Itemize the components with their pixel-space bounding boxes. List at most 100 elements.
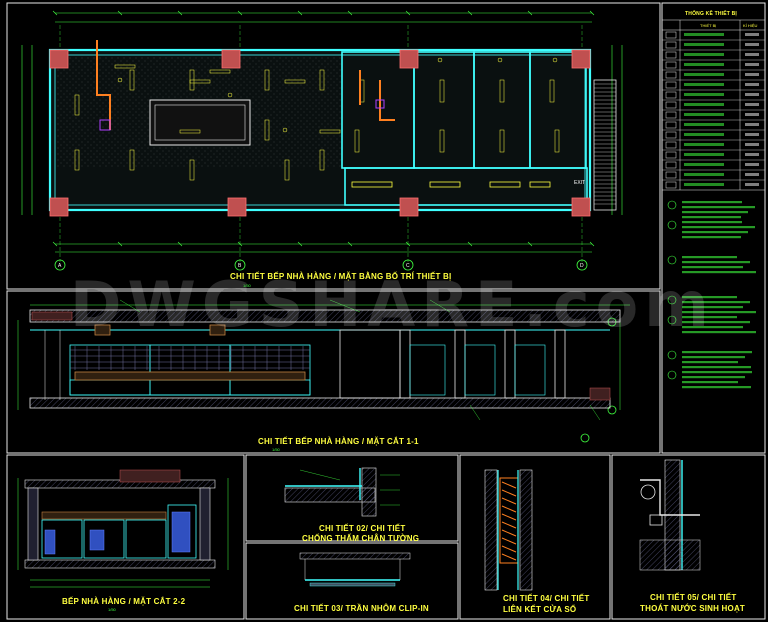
light-fixture <box>74 149 80 171</box>
legend-code-bar <box>745 103 759 106</box>
dim-tick <box>117 10 123 16</box>
title-detail-05-line1: CHI TIẾT 05/ CHI TIẾT <box>650 593 737 602</box>
light-fixture <box>209 69 231 74</box>
note-text-bar <box>682 376 745 379</box>
legend-text-bar <box>684 163 724 166</box>
title-detail-03: CHI TIẾT 03/ TRẦN NHÔM CLIP-IN <box>294 604 429 613</box>
light-symbol <box>117 77 123 83</box>
light-fixture <box>114 64 136 69</box>
light-fixture <box>189 79 211 84</box>
note-bubble <box>667 315 677 325</box>
legend-code-bar <box>745 153 759 156</box>
title-detail-04-line2: LIÊN KẾT CỬA SỔ <box>503 605 577 614</box>
legend-icon <box>665 51 677 59</box>
legend-text-bar <box>684 103 724 106</box>
axis-label-c: C <box>406 263 410 269</box>
dim-tick <box>237 10 243 16</box>
title-plan: CHI TIẾT BẾP NHÀ HÀNG / MẶT BẰNG BỐ TRÍ … <box>230 272 452 281</box>
frame-hatch <box>501 537 517 545</box>
legend-text-bar <box>684 183 724 186</box>
legend-code-bar <box>745 143 759 146</box>
note-text-bar <box>682 261 750 264</box>
light-fixture <box>439 129 445 153</box>
axis-bubble <box>607 405 617 415</box>
legend-code-bar <box>745 133 759 136</box>
title-detail-02-line1: CHI TIẾT 02/ CHI TIẾT <box>319 524 406 533</box>
legend-icon <box>665 181 677 189</box>
dim-tick <box>467 10 473 16</box>
light-symbol <box>497 57 503 63</box>
axis-bubble <box>580 433 590 443</box>
legend-code-bar <box>745 123 759 126</box>
note-bubble <box>667 255 677 265</box>
frame-hatch <box>501 489 517 497</box>
legend-text-bar <box>684 83 724 86</box>
axis-bubble <box>576 259 588 271</box>
light-fixture <box>319 149 325 171</box>
frame-hatch <box>501 553 517 561</box>
legend-icon <box>665 141 677 149</box>
legend-icon <box>665 111 677 119</box>
note-text-bar <box>682 366 751 369</box>
legend-code-bar <box>745 173 759 176</box>
dim-tick <box>589 10 595 16</box>
legend-text-bar <box>684 123 724 126</box>
note-text-bar <box>682 311 756 314</box>
axis-label-b: B <box>238 263 242 269</box>
light-fixture <box>129 149 135 171</box>
legend-icon <box>665 61 677 69</box>
legend-text-bar <box>684 153 724 156</box>
legend-icon <box>665 31 677 39</box>
note-text-bar <box>682 226 755 229</box>
light-fixture <box>499 129 505 153</box>
note-bubble <box>667 220 677 230</box>
frame-hatch <box>501 505 517 513</box>
dim-tick <box>405 10 411 16</box>
detail-02 <box>284 467 400 517</box>
note-text-bar <box>682 271 756 274</box>
legend-icon <box>665 161 677 169</box>
dim-tick <box>177 10 183 16</box>
light-symbol <box>227 92 233 98</box>
legend-icon <box>665 71 677 79</box>
note-bubble <box>667 350 677 360</box>
note-text-bar <box>682 331 756 334</box>
title-detail-04-line1: CHI TIẾT 04/ CHI TIẾT <box>503 594 590 603</box>
dim-tick <box>177 241 183 247</box>
dim-tick <box>527 241 533 247</box>
dim-tick <box>467 241 473 247</box>
light-fixture <box>354 129 360 153</box>
note-text-bar <box>682 201 742 204</box>
light-fixture <box>264 69 270 91</box>
axis-bubble <box>234 259 246 271</box>
legend-code-bar <box>745 43 759 46</box>
note-text-bar <box>682 321 750 324</box>
legend-code-bar <box>745 93 759 96</box>
dim-tick <box>589 241 595 247</box>
legend-icon <box>665 151 677 159</box>
light-symbol <box>552 57 558 63</box>
legend-code-bar <box>745 183 759 186</box>
frame-hatch <box>501 513 517 521</box>
light-fixture <box>319 129 341 134</box>
legend-code-bar <box>745 53 759 56</box>
axis-bubble <box>402 259 414 271</box>
axis-label-a: A <box>58 263 62 269</box>
legend-text-bar <box>684 173 724 176</box>
note-bubble <box>667 370 677 380</box>
legend-icon <box>665 121 677 129</box>
dim-tick <box>297 241 303 247</box>
light-fixture <box>74 94 80 116</box>
legend-text-bar <box>684 43 724 46</box>
scale-section-2-2: 1/50 <box>108 607 116 612</box>
title-detail-02-line2: CHỐNG THẤM CHÂN TƯỜNG <box>302 534 420 543</box>
detail-05 <box>639 459 701 571</box>
legend-code-bar <box>745 163 759 166</box>
legend-code-bar <box>745 73 759 76</box>
plan-view <box>21 10 623 262</box>
legend-icon <box>665 81 677 89</box>
light-fixture <box>189 159 195 181</box>
detail-03 <box>299 552 411 587</box>
note-text-bar <box>682 301 750 304</box>
note-text-bar <box>682 236 741 239</box>
